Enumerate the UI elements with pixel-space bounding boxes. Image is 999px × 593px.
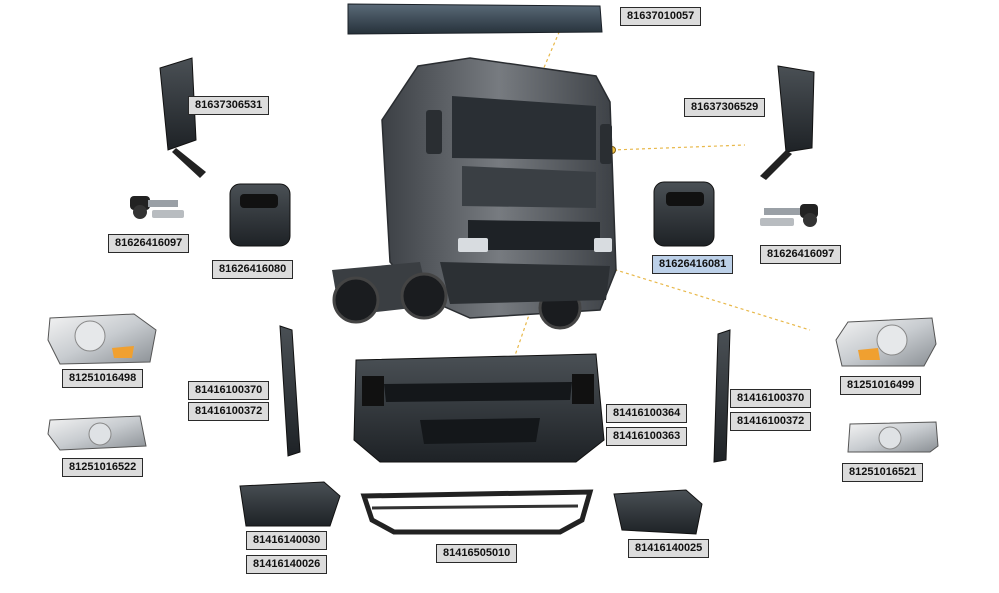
key-lock-right-part <box>760 204 818 227</box>
label-handle-right[interactable]: 81626416081 <box>652 255 734 274</box>
label-corner-left-b[interactable]: 81416140026 <box>246 555 328 574</box>
label-mirror-right[interactable]: 81637306529 <box>684 98 766 117</box>
label-strip-left-a[interactable]: 81416100370 <box>188 381 270 400</box>
label-strip-left-b[interactable]: 81416100372 <box>188 402 270 421</box>
mirror-left-part <box>159 57 206 178</box>
label-mirror-left[interactable]: 81637306531 <box>188 96 270 115</box>
side-strip-right-part <box>713 329 731 463</box>
door-handle-right-part <box>653 181 715 247</box>
label-corner-right[interactable]: 81416140025 <box>628 539 710 558</box>
label-strip-right-b[interactable]: 81416100372 <box>730 412 812 431</box>
label-handle-left[interactable]: 81626416080 <box>212 260 294 279</box>
foglamp-left-part <box>47 415 147 451</box>
headlamp-right-part <box>835 317 937 367</box>
label-headlamp-left[interactable]: 81251016498 <box>62 369 144 388</box>
step-part <box>360 489 594 535</box>
label-bumper-a[interactable]: 81416100364 <box>606 404 688 423</box>
sun-visor-part <box>347 3 603 35</box>
headlamp-left-part <box>47 313 157 365</box>
truck-cab-illustration <box>332 57 617 330</box>
label-key-right[interactable]: 81626416097 <box>760 245 842 264</box>
corner-cap-left-part <box>239 481 341 527</box>
label-headlamp-right[interactable]: 81251016499 <box>840 376 922 395</box>
label-strip-right-a[interactable]: 81416100370 <box>730 389 812 408</box>
label-corner-left-a[interactable]: 81416140030 <box>246 531 328 550</box>
label-sun-visor[interactable]: 81637010057 <box>620 7 702 26</box>
front-bumper-part <box>353 353 605 463</box>
label-step[interactable]: 81416505010 <box>436 544 518 563</box>
label-bumper-b[interactable]: 81416100363 <box>606 427 688 446</box>
side-strip-left-part <box>279 325 301 457</box>
corner-cap-right-part <box>613 489 703 535</box>
label-key-left[interactable]: 81626416097 <box>108 234 190 253</box>
label-foglamp-left[interactable]: 81251016522 <box>62 458 144 477</box>
foglamp-right-part <box>847 421 939 453</box>
label-foglamp-right[interactable]: 81251016521 <box>842 463 924 482</box>
door-handle-left-part <box>229 183 291 247</box>
mirror-right-part <box>760 65 815 180</box>
key-lock-left-part <box>130 196 184 219</box>
